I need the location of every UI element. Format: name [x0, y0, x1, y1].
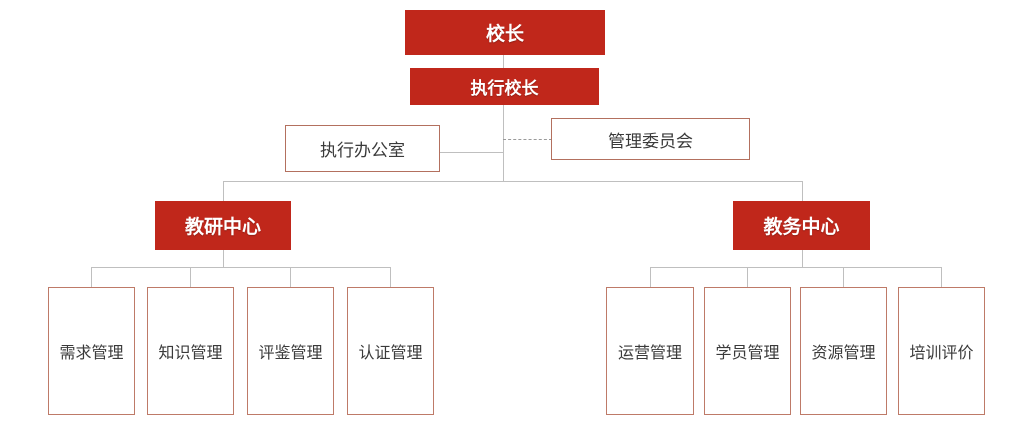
connector-right-child-2 [747, 267, 748, 287]
node-right-child-1[interactable]: 运营管理 [606, 287, 694, 415]
node-right-child-1-label: 运营管理 [617, 345, 682, 362]
node-left-child-2-label: 知识管理 [158, 345, 223, 362]
connector-drop-academic-affairs [802, 181, 803, 202]
node-executive-office-label: 执行办公室 [320, 141, 405, 160]
node-right-child-4-label: 培训评价 [909, 345, 974, 362]
node-left-child-2[interactable]: 知识管理 [147, 287, 234, 415]
node-left-child-1[interactable]: 需求管理 [48, 287, 135, 415]
connector-left-branch-stem [223, 250, 224, 267]
node-right-child-3[interactable]: 资源管理 [800, 287, 887, 415]
node-management-committee[interactable]: 管理委员会 [551, 118, 750, 160]
node-left-child-3[interactable]: 评鉴管理 [247, 287, 334, 415]
connector-executive-office-stub [440, 152, 504, 153]
node-academic-affairs-center[interactable]: 教务中心 [733, 201, 870, 250]
connector-left-child-3 [290, 267, 291, 287]
node-principal-label: 校长 [485, 24, 524, 45]
node-left-child-4[interactable]: 认证管理 [347, 287, 434, 415]
connector-drop-teaching-research [223, 181, 224, 202]
node-teaching-research-center-label: 教研中心 [184, 217, 261, 238]
connector-left-child-4 [390, 267, 391, 287]
node-right-child-3-label: 资源管理 [811, 345, 876, 362]
node-teaching-research-center[interactable]: 教研中心 [155, 201, 291, 250]
connector-left-branch-bar [91, 267, 390, 268]
connector-left-child-2 [190, 267, 191, 287]
node-management-committee-label: 管理委员会 [608, 131, 693, 151]
connector-center-split-bar [223, 181, 803, 182]
node-right-child-2-label: 学员管理 [715, 345, 780, 362]
node-right-child-4[interactable]: 培训评价 [898, 287, 985, 415]
node-executive-principal-label: 执行校长 [470, 79, 539, 98]
node-academic-affairs-center-label: 教务中心 [763, 217, 840, 238]
node-left-child-4-label: 认证管理 [358, 345, 423, 362]
connector-right-branch-bar [650, 267, 942, 268]
connector-right-child-3 [843, 267, 844, 287]
node-executive-office[interactable]: 执行办公室 [285, 125, 440, 172]
node-left-child-3-label: 评鉴管理 [258, 345, 323, 362]
connector-right-child-1 [650, 267, 651, 287]
node-left-child-1-label: 需求管理 [59, 345, 124, 362]
connector-principal-to-executive [503, 55, 504, 68]
connector-executive-trunk [503, 105, 504, 182]
connector-right-child-4 [941, 267, 942, 287]
node-executive-principal[interactable]: 执行校长 [410, 68, 599, 105]
node-principal[interactable]: 校长 [405, 10, 605, 55]
connector-management-committee-dashed [503, 139, 552, 140]
node-right-child-2[interactable]: 学员管理 [704, 287, 791, 415]
connector-right-branch-stem [802, 250, 803, 267]
connector-left-child-1 [91, 267, 92, 287]
